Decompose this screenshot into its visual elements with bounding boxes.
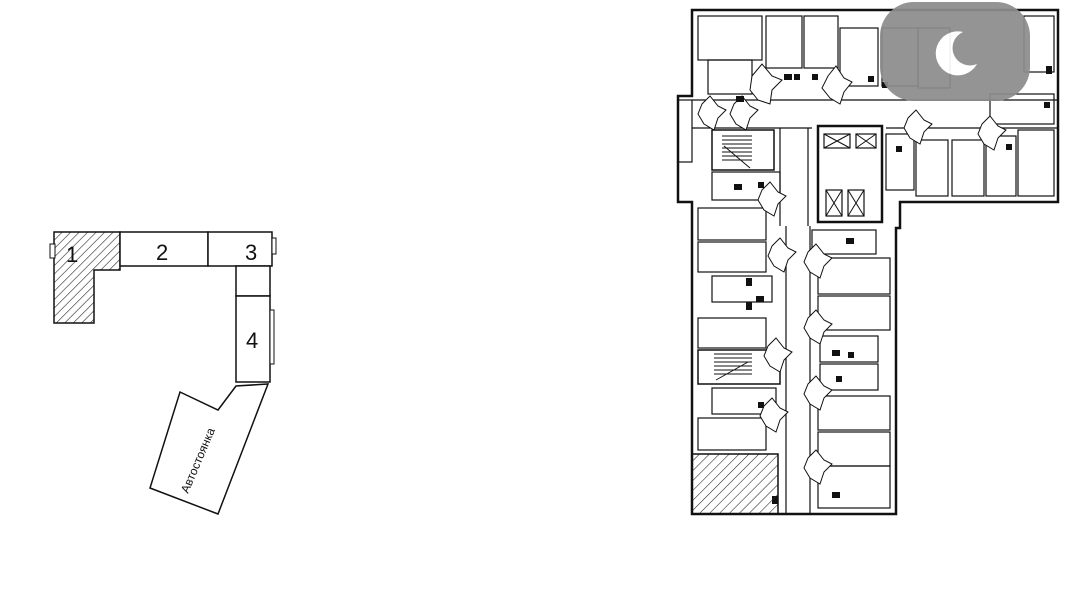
parking-block[interactable]: Автостоянка	[149, 383, 270, 515]
night-mode-toggle[interactable]	[880, 2, 1030, 101]
moon-icon	[935, 30, 977, 75]
apartments-left-column	[697, 171, 781, 451]
selected-apartment[interactable]	[691, 453, 779, 515]
section-1-label: 1	[66, 242, 78, 267]
apartments-right-wing	[885, 93, 1055, 197]
elevator-core	[816, 124, 884, 224]
section-1[interactable]: 1	[49, 231, 121, 324]
section-2-label: 2	[156, 240, 168, 265]
stairwell-top	[711, 129, 775, 171]
section-4-label: 4	[246, 328, 258, 353]
section-3[interactable]: 3	[207, 231, 277, 297]
section-4[interactable]: 4	[235, 295, 275, 383]
door-swings	[697, 63, 1007, 485]
section-2[interactable]: 2	[119, 231, 209, 267]
section-3-label: 3	[245, 240, 257, 265]
building-key-plan: 1 2 3 4 Автостоянка	[49, 231, 277, 515]
